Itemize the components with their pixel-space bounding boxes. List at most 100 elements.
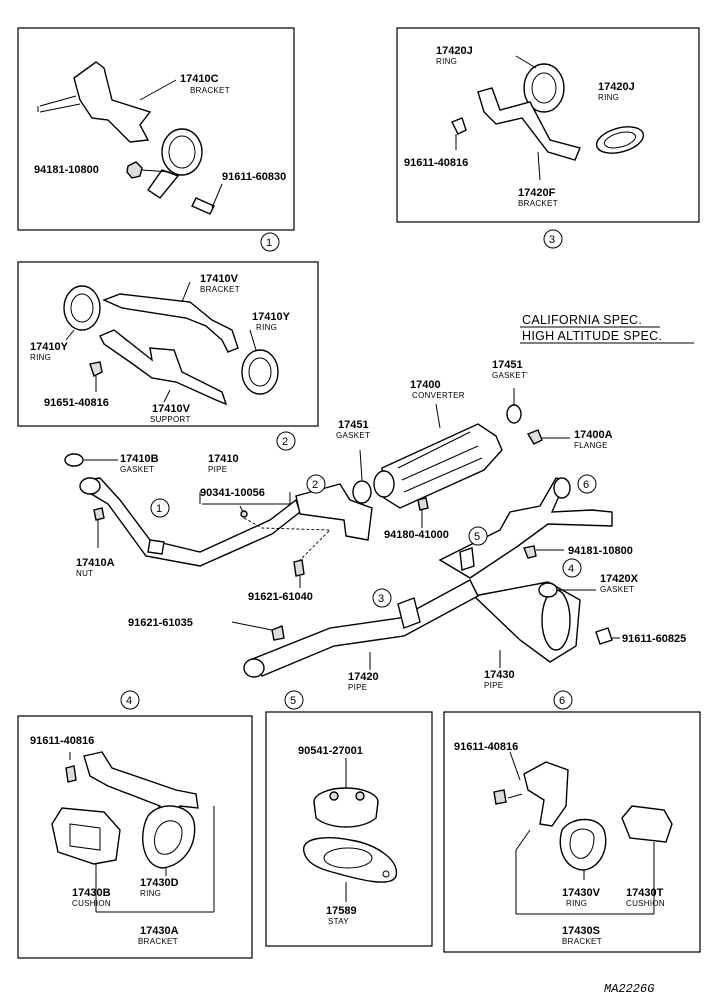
label-17430d: 17430D — [140, 877, 179, 889]
bolt-91611-40816-a-drawing — [451, 117, 467, 135]
bolt-91611-40816-c-drawing — [493, 789, 507, 805]
detail-box-1-frame — [17, 27, 295, 231]
callout-3-main — [372, 588, 392, 608]
label-17430t-sub: CUSHION — [626, 899, 665, 908]
label-17410v-bracket: 17410V — [200, 273, 239, 285]
label-17451-b: 17451 — [338, 419, 369, 431]
label-17589-sub: STAY — [328, 917, 349, 926]
label-17400-sub: CONVERTER — [412, 391, 465, 400]
ring-17430d-drawing — [142, 805, 196, 869]
label-17410y-b-sub: RING — [256, 323, 277, 332]
gasket-17420x-drawing — [538, 582, 558, 598]
label-91651-40816: 91651-40816 — [44, 397, 109, 409]
detail-box-5: 5 90541-27001 17589 STAY — [265, 690, 433, 947]
nut-94181-b-drawing — [523, 545, 537, 559]
pipe-17420-drawing — [248, 579, 479, 677]
cushion-17430b-drawing — [51, 807, 121, 865]
muffler-end — [541, 589, 571, 651]
label-17420: 17420 — [348, 671, 379, 683]
converter-inlet — [373, 470, 395, 498]
label-17451-a: 17451 — [492, 359, 523, 371]
label-17410a-sub: NUT — [76, 569, 93, 578]
pipe-17430-tip — [553, 477, 571, 499]
label-17410v-support: 17410V — [152, 403, 191, 415]
label-17430: 17430 — [484, 669, 515, 681]
gasket-17451-b-drawing — [352, 480, 372, 504]
label-17410c-sub: BRACKET — [190, 86, 230, 95]
callout-3-main-text: 3 — [378, 593, 384, 605]
label-91611-40816-a: 91611-40816 — [404, 157, 468, 169]
label-17420x: 17420X — [600, 573, 639, 585]
label-91611-40816-b: 91611-40816 — [30, 735, 94, 747]
bracket-17410v-drawing — [102, 293, 239, 353]
label-91621-61035: 91621-61035 — [128, 617, 193, 629]
label-17420f-sub: BRACKET — [518, 199, 558, 208]
label-17400a-sub: FLANGE — [574, 441, 608, 450]
callout-5-box-text: 5 — [290, 695, 296, 707]
label-17430b: 17430B — [72, 887, 111, 899]
callout-2-main — [306, 474, 326, 494]
ring-17420j-a-drawing — [523, 63, 565, 113]
bolt-91621-61035-drawing — [271, 625, 285, 641]
label-17451-b-sub: GASKET — [336, 431, 370, 440]
label-17430-sub: PIPE — [484, 681, 503, 690]
bolt-90341-drawing — [240, 510, 248, 518]
label-17430t: 17430T — [626, 887, 664, 899]
nut-94181-drawing — [126, 161, 143, 179]
callout-4-main — [562, 558, 582, 578]
label-94181-10800-b: 94181-10800 — [568, 545, 633, 557]
detail-box-6: 6 91611-40816 17430V RING 17430T CUSHION… — [443, 690, 701, 953]
stay-17589-drawing — [303, 837, 398, 883]
detail-box-1: 17410C BRACKET 94181-10800 91611-60830 1 — [17, 27, 295, 252]
callout-3-box-text: 3 — [549, 234, 555, 246]
label-17400: 17400 — [410, 379, 441, 391]
bolt-91611-40816-b-drawing — [65, 765, 77, 783]
detail-box-3-frame — [396, 27, 700, 223]
clamp-drawing — [161, 128, 203, 176]
support-17410v-drawing — [99, 329, 228, 406]
label-94180-41000: 94180-41000 — [384, 529, 449, 541]
label-17410a: 17410A — [76, 557, 115, 569]
nut-94180-drawing — [417, 497, 429, 511]
label-17451-a-sub: GASKET' — [492, 371, 528, 380]
label-17420f: 17420F — [518, 187, 556, 199]
callout-4-box — [120, 690, 140, 710]
spec-high-altitude: HIGH ALTITUDE SPEC. — [522, 329, 662, 343]
label-17420x-sub: GASKET — [600, 585, 634, 594]
detail-box-4: 4 91611-40816 17430B CUSHION 17430D RING… — [17, 690, 253, 959]
bracket-17430s-drawing — [523, 761, 569, 827]
flange-17400a-drawing — [526, 429, 543, 445]
label-90541-27001: 90541-27001 — [298, 745, 363, 757]
ring-17430v-drawing — [559, 818, 607, 871]
callout-6-box-text: 6 — [559, 695, 565, 707]
label-17410b-sub: GASKET — [120, 465, 154, 474]
label-91621-61040: 91621-61040 — [248, 591, 313, 603]
label-17410y-a: 17410Y — [30, 341, 69, 353]
pipe-bracket-drawing — [295, 483, 373, 541]
label-17430a-sub: BRACKET — [138, 937, 178, 946]
label-17430v: 17430V — [562, 887, 601, 899]
dashed-leader-a — [243, 517, 332, 561]
callout-1-box — [260, 232, 280, 252]
label-17410v-support-sub: SUPPORT — [150, 415, 191, 424]
label-17420j-a-sub: RING — [436, 57, 457, 66]
bolt-91651-drawing — [89, 361, 103, 377]
gasket-17410b-drawing — [64, 453, 84, 467]
label-91611-60825: 91611-60825 — [622, 633, 686, 645]
label-17430s: 17430S — [562, 925, 600, 937]
callout-6-main-text: 6 — [583, 479, 589, 491]
hanger-5-drawing — [459, 547, 475, 571]
ring-17410y-a-drawing — [63, 285, 101, 331]
label-17410c: 17410C — [180, 73, 219, 85]
pipe-17410-clamp — [147, 539, 165, 555]
callout-2-box-text: 2 — [282, 436, 288, 448]
pipe-17410-flange — [79, 477, 101, 495]
nut-17410a-drawing — [93, 507, 105, 521]
callout-2-box — [276, 431, 296, 451]
callout-5-main — [468, 526, 488, 546]
label-17430d-sub: RING — [140, 889, 161, 898]
clamp-tab-drawing — [147, 169, 180, 199]
pipe-17430-upper — [438, 477, 613, 579]
spec-california: CALIFORNIA SPEC. — [522, 313, 642, 327]
